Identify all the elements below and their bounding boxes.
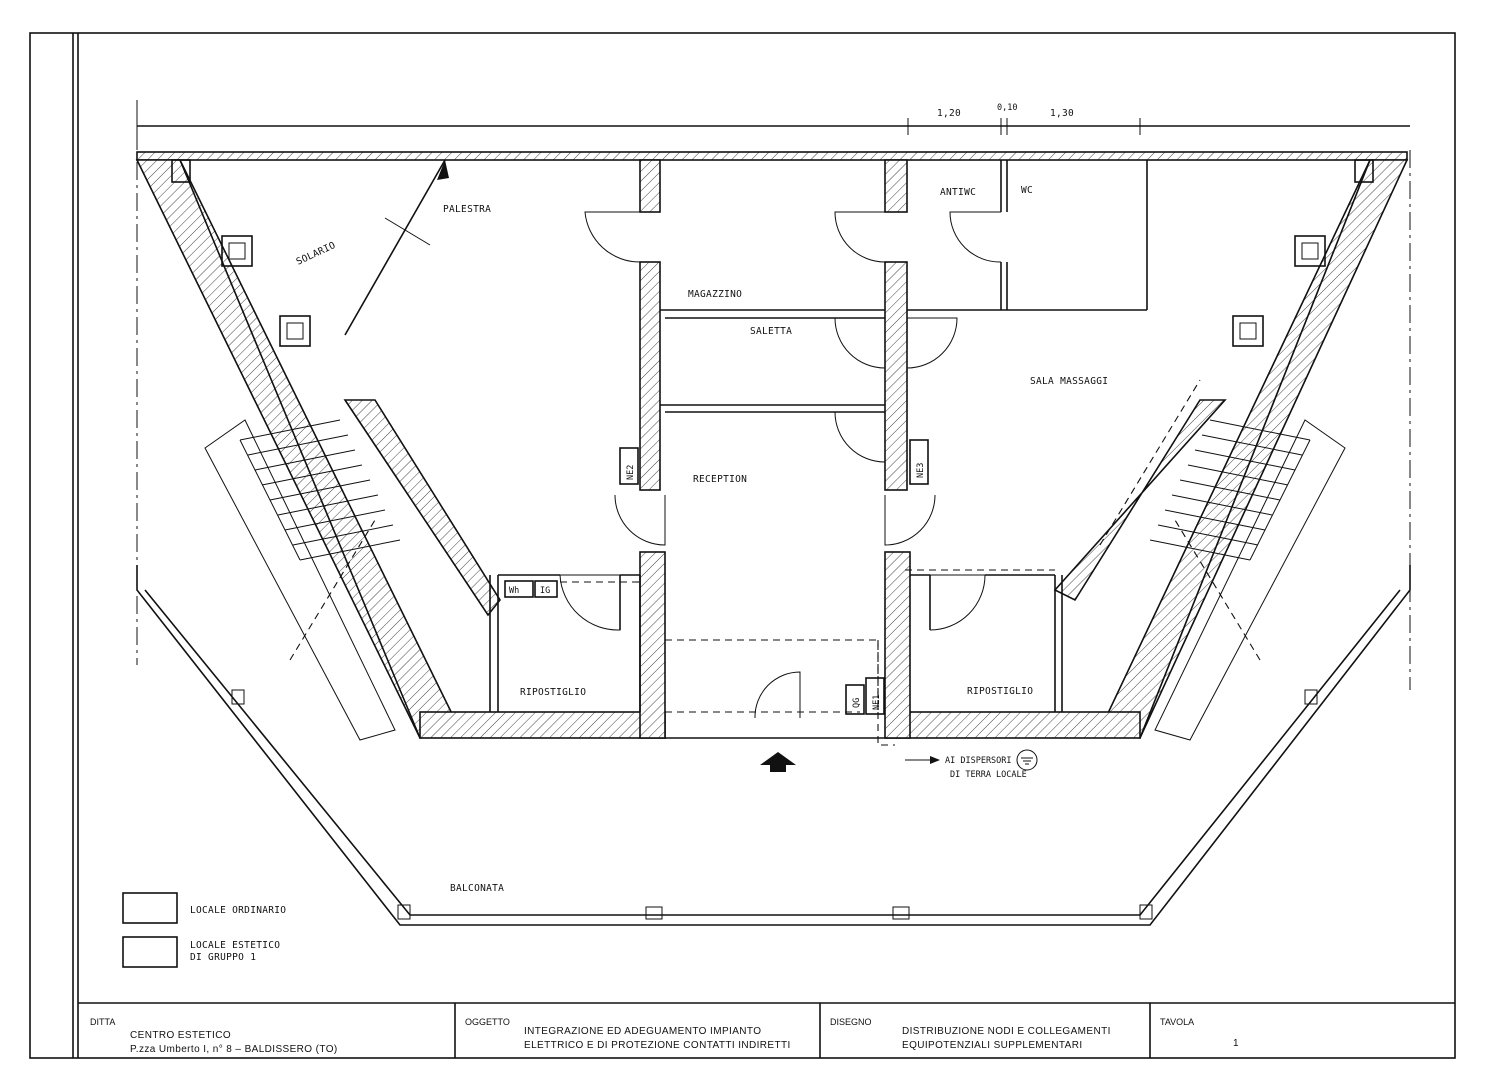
room-balconata: BALCONATA xyxy=(450,883,504,894)
ditta-line1: CENTRO ESTETICO xyxy=(130,1030,231,1041)
room-saletta: SALETTA xyxy=(750,326,792,337)
room-ripostiglio-left: RIPOSTIGLIO xyxy=(520,687,586,698)
disegno-line1: DISTRIBUZIONE NODI E COLLEGAMENTI xyxy=(902,1026,1111,1037)
node-wh: Wh xyxy=(509,586,519,596)
entrance-arrow-icon xyxy=(760,752,796,772)
earth-icon xyxy=(1016,749,1038,771)
doors xyxy=(559,211,1002,719)
legend-estetico-label: LOCALE ESTETICO xyxy=(190,940,280,951)
disegno-line2: EQUIPOTENZIALI SUPPLEMENTARI xyxy=(902,1040,1083,1051)
interior-walls xyxy=(489,159,1148,739)
ditta-line2: P.zza Umberto I, n° 8 – BALDISSERO (TO) xyxy=(130,1044,338,1055)
dimension-d3: 1,30 xyxy=(1050,108,1074,119)
room-labels: PALESTRA SOLARIO MAGAZZINO SALETTA ANTIW… xyxy=(295,185,1108,894)
columns xyxy=(171,159,1374,347)
stair-right xyxy=(1149,419,1346,741)
room-sala-massaggi: SALA MASSAGGI xyxy=(1030,376,1108,387)
node-ig: IG xyxy=(540,586,550,596)
stair-left xyxy=(204,419,401,741)
legend-swatch-estetico xyxy=(122,936,178,968)
earth-note: AI DISPERSORI DI TERRA LOCALE xyxy=(905,749,1038,780)
legend: LOCALE ORDINARIO LOCALE ESTETICO DI GRUP… xyxy=(122,892,286,968)
nodes: NE2 NE3 NE1 QG Wh IG xyxy=(504,439,929,715)
balcony xyxy=(136,565,1411,926)
legend-estetico-label-2: DI GRUPPO 1 xyxy=(190,952,256,963)
dimension-d2: 0,10 xyxy=(997,103,1017,113)
room-antiwc: ANTIWC xyxy=(940,187,976,198)
title-block: DITTA CENTRO ESTETICO P.zza Umberto I, n… xyxy=(90,1003,1239,1058)
legend-swatch-ordinario xyxy=(122,892,178,924)
dimension-d1: 1,20 xyxy=(937,108,961,119)
room-magazzino: MAGAZZINO xyxy=(688,289,742,300)
sheet-border xyxy=(29,32,1456,1059)
earth-note-line2: DI TERRA LOCALE xyxy=(950,770,1027,780)
node-qg: QG xyxy=(852,698,862,708)
oggetto-heading: OGGETTO xyxy=(465,1017,510,1027)
equipotential-wiring xyxy=(136,100,1411,746)
tavola-value: 1 xyxy=(1233,1038,1239,1049)
oggetto-line2: ELETTRICO E DI PROTEZIONE CONTATTI INDIR… xyxy=(524,1040,791,1051)
earth-note-line1: AI DISPERSORI xyxy=(945,756,1012,766)
room-palestra: PALESTRA xyxy=(443,204,491,215)
building-walls xyxy=(135,151,1409,739)
legend-ordinario-label: LOCALE ORDINARIO xyxy=(190,905,286,916)
disegno-heading: DISEGNO xyxy=(830,1017,872,1027)
node-ne1: NE1 xyxy=(872,695,882,710)
oggetto-line1: INTEGRAZIONE ED ADEGUAMENTO IMPIANTO xyxy=(524,1026,761,1037)
node-ne2: NE2 xyxy=(626,465,636,480)
room-ripostiglio-right: RIPOSTIGLIO xyxy=(967,686,1033,697)
room-solarium: SOLARIO xyxy=(295,240,338,268)
node-ne3: NE3 xyxy=(916,463,926,478)
room-wc: WC xyxy=(1021,185,1033,196)
room-reception: RECEPTION xyxy=(693,474,747,485)
tavola-heading: TAVOLA xyxy=(1160,1017,1194,1027)
ditta-heading: DITTA xyxy=(90,1017,115,1027)
dimension-line: 1,20 0,10 1,30 xyxy=(136,100,1410,150)
